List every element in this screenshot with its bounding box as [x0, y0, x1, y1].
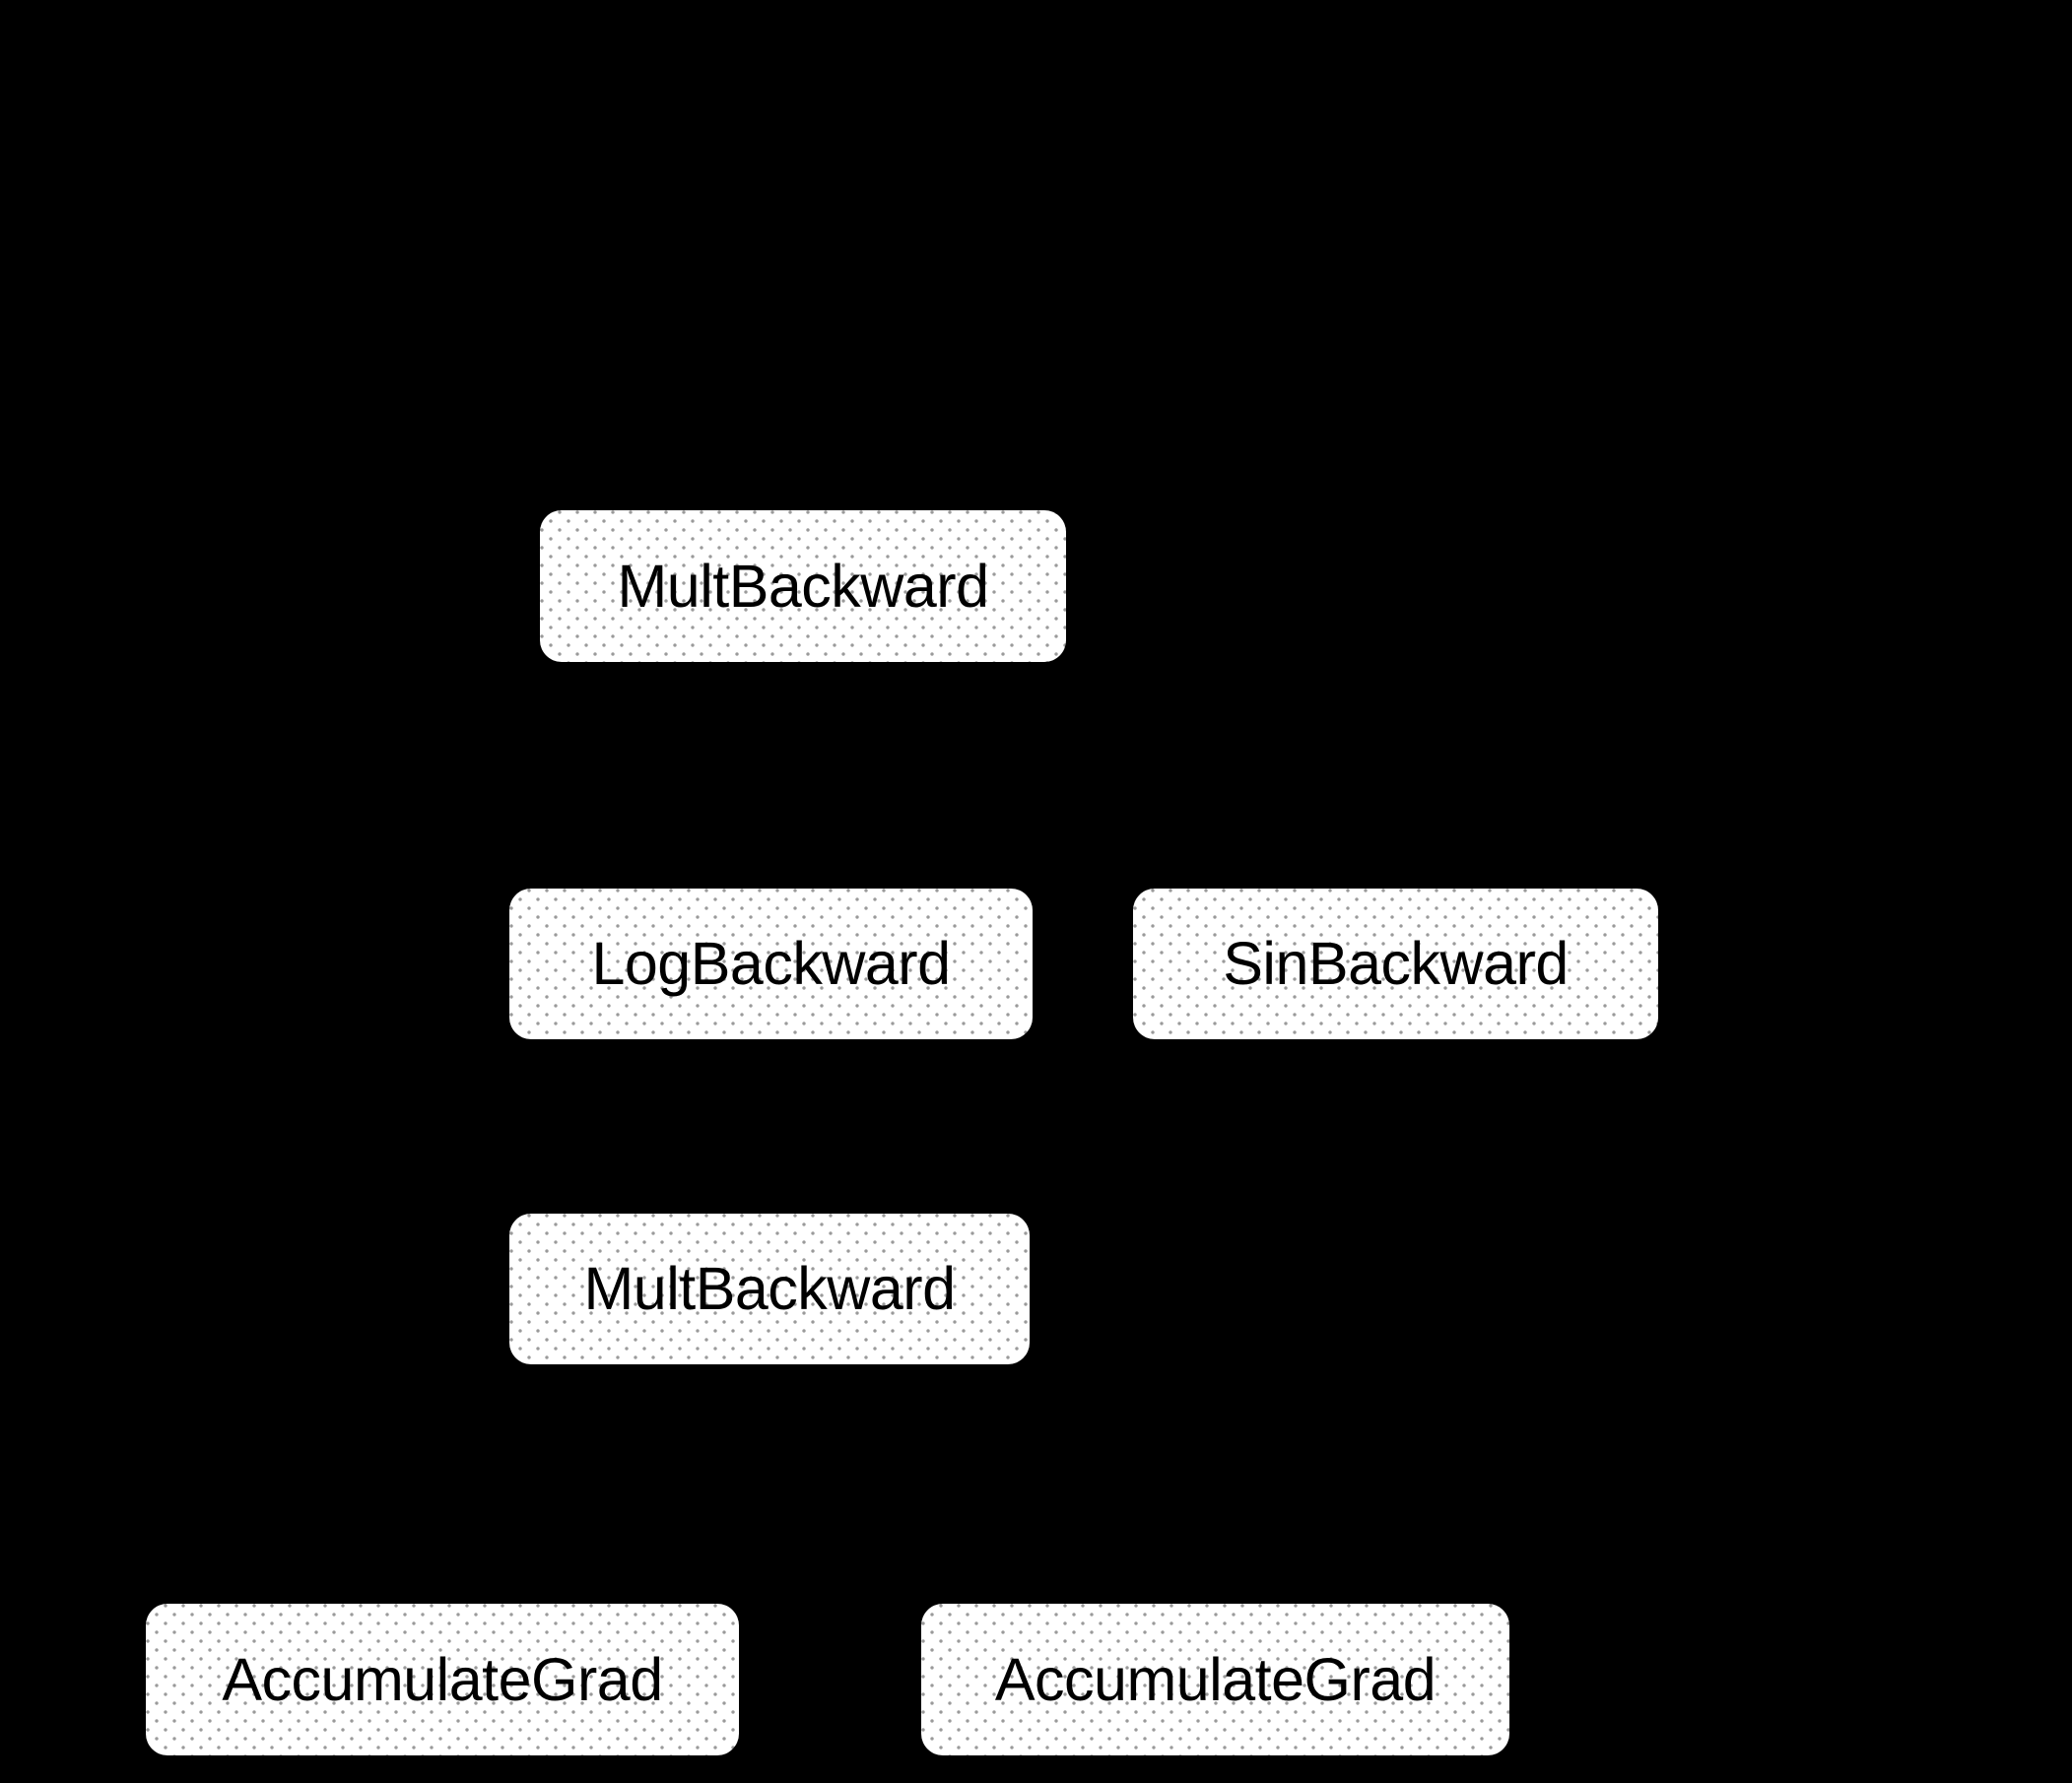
graph-node-label: MultBackward [583, 1255, 956, 1322]
graph-node-mult-backward-mid[interactable]: MultBackward [509, 1214, 1030, 1364]
graph-node-mult-backward-top[interactable]: MultBackward [540, 510, 1066, 662]
graph-node-label: SinBackward [1223, 930, 1569, 997]
graph-node-sin-backward[interactable]: SinBackward [1133, 889, 1658, 1039]
graph-node-accumulate-grad-right[interactable]: AccumulateGrad [921, 1604, 1509, 1755]
graph-node-label: LogBackward [591, 930, 951, 997]
graph-node-label: AccumulateGrad [222, 1645, 663, 1713]
graph-node-label: MultBackward [617, 552, 989, 620]
graph-node-log-backward[interactable]: LogBackward [509, 889, 1033, 1039]
graph-node-accumulate-grad-left[interactable]: AccumulateGrad [146, 1604, 739, 1755]
graph-node-label: AccumulateGrad [994, 1645, 1437, 1713]
